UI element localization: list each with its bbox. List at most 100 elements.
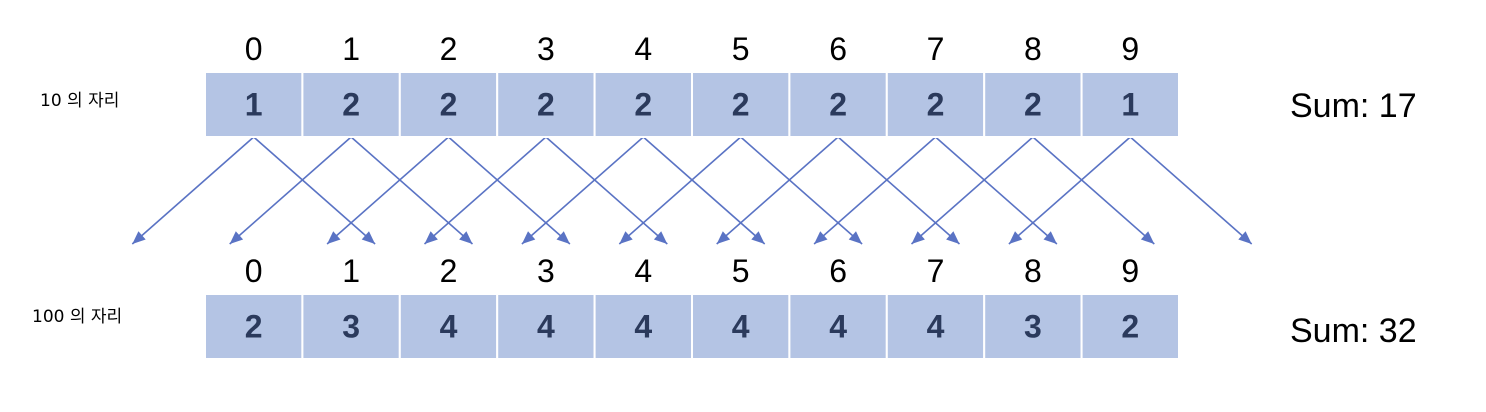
tens-index-label: 2 <box>440 31 458 67</box>
arrowhead <box>521 231 536 244</box>
tens-cell <box>593 71 693 138</box>
tens-cell <box>496 71 596 138</box>
tens-index-label: 9 <box>1121 31 1139 67</box>
arrowhead <box>1043 231 1057 244</box>
hundreds-cell-value: 4 <box>440 309 458 345</box>
arrow-line <box>813 136 937 245</box>
arrow-line <box>716 136 839 245</box>
arrowhead <box>229 231 244 244</box>
tens-sum-label: Sum: 17 <box>1290 87 1417 125</box>
tens-cell <box>398 71 499 138</box>
tens-index-label: 0 <box>245 31 263 67</box>
hundreds-cell-value: 4 <box>634 309 652 345</box>
arrow-line <box>934 136 1058 245</box>
arrowhead <box>716 231 731 244</box>
hundreds-sum-label: Sum: 32 <box>1290 312 1417 350</box>
hundreds-cell <box>593 293 693 360</box>
hundreds-cell <box>788 293 888 360</box>
arrow-line <box>229 136 352 245</box>
tens-cell-value: 2 <box>440 87 458 123</box>
arrowhead <box>556 231 570 244</box>
hundreds-index-label: 7 <box>927 253 945 289</box>
hundreds-cell <box>496 293 596 360</box>
arrowhead <box>361 231 376 244</box>
tens-index-label: 8 <box>1024 31 1042 67</box>
hundreds-index-label: 4 <box>634 253 652 289</box>
hundreds-index-label: 3 <box>537 253 555 289</box>
arrow-line <box>350 136 474 245</box>
tens-cell-value: 1 <box>245 87 263 123</box>
tens-cell-value: 2 <box>927 87 945 123</box>
hundreds-cell-value: 4 <box>537 309 555 345</box>
arrowhead <box>132 231 146 244</box>
hundreds-cell-value: 3 <box>342 309 360 345</box>
hundreds-index-label: 2 <box>440 253 458 289</box>
hundreds-cell <box>301 293 401 360</box>
tens-index-label: 6 <box>829 31 847 67</box>
arrow-line <box>618 136 742 245</box>
hundreds-index-label: 9 <box>1121 253 1139 289</box>
arrow-line <box>1032 136 1155 245</box>
hundreds-index-label: 0 <box>245 253 263 289</box>
tens-index-label: 1 <box>342 31 360 67</box>
arrows-layer <box>131 136 1253 245</box>
tens-cell <box>788 71 888 138</box>
arrow-line <box>545 136 668 245</box>
arrow-line <box>837 136 961 245</box>
tens-index-label: 3 <box>537 31 555 67</box>
arrowhead <box>814 231 828 244</box>
hundreds-cell <box>1080 293 1180 360</box>
arrow-line <box>521 136 644 245</box>
tens-cell <box>885 71 986 138</box>
arrowhead <box>1140 231 1155 244</box>
arrow-line <box>910 136 1034 245</box>
hundreds-cell-value: 2 <box>1121 309 1139 345</box>
tens-cell-value: 2 <box>829 87 847 123</box>
tens-cell-value: 1 <box>1121 87 1139 123</box>
tens-cell-value: 2 <box>634 87 652 123</box>
arrow-line <box>447 136 571 245</box>
arrow-line <box>1008 136 1131 245</box>
tens-cell-value: 2 <box>1024 87 1042 123</box>
tens-index-label: 4 <box>634 31 652 67</box>
arrowhead <box>848 231 863 244</box>
arrowhead <box>911 231 925 244</box>
tens-index-label: 7 <box>927 31 945 67</box>
tens-cell <box>983 71 1083 138</box>
hundreds-index-label: 8 <box>1024 253 1042 289</box>
arrow-line <box>740 136 863 245</box>
tens-index-label: 5 <box>732 31 750 67</box>
arrow-line <box>1129 136 1253 245</box>
tens-cell-value: 2 <box>732 87 750 123</box>
tens-cell-value: 2 <box>342 87 360 123</box>
arrow-line <box>326 136 450 245</box>
arrowhead <box>424 231 438 244</box>
arrowhead <box>619 231 633 244</box>
arrowhead <box>459 231 473 244</box>
arrowhead <box>327 231 341 244</box>
tens-cell-value: 2 <box>537 87 555 123</box>
hundreds-cell <box>885 293 986 360</box>
hundreds-cell-value: 4 <box>829 309 847 345</box>
hundreds-cell-value: 3 <box>1024 309 1042 345</box>
arrowhead <box>653 231 668 244</box>
arrowhead <box>946 231 960 244</box>
tens-cell <box>691 71 791 138</box>
hundreds-cell-value: 2 <box>245 309 263 345</box>
hundreds-index-label: 1 <box>342 253 360 289</box>
arrow-line <box>253 136 376 245</box>
hundreds-index-label: 6 <box>829 253 847 289</box>
hundreds-cell <box>691 293 791 360</box>
arrowhead <box>1238 231 1252 244</box>
tens-cell <box>204 71 304 138</box>
hundreds-row-label: 100 의 자리 <box>32 307 122 327</box>
hundreds-cell-value: 4 <box>732 309 750 345</box>
arrowhead <box>751 231 765 244</box>
arrow-line <box>642 136 766 245</box>
tens-row-label: 10 의 자리 <box>40 91 119 111</box>
arrowhead <box>1008 231 1023 244</box>
hundreds-cell-value: 4 <box>927 309 945 345</box>
